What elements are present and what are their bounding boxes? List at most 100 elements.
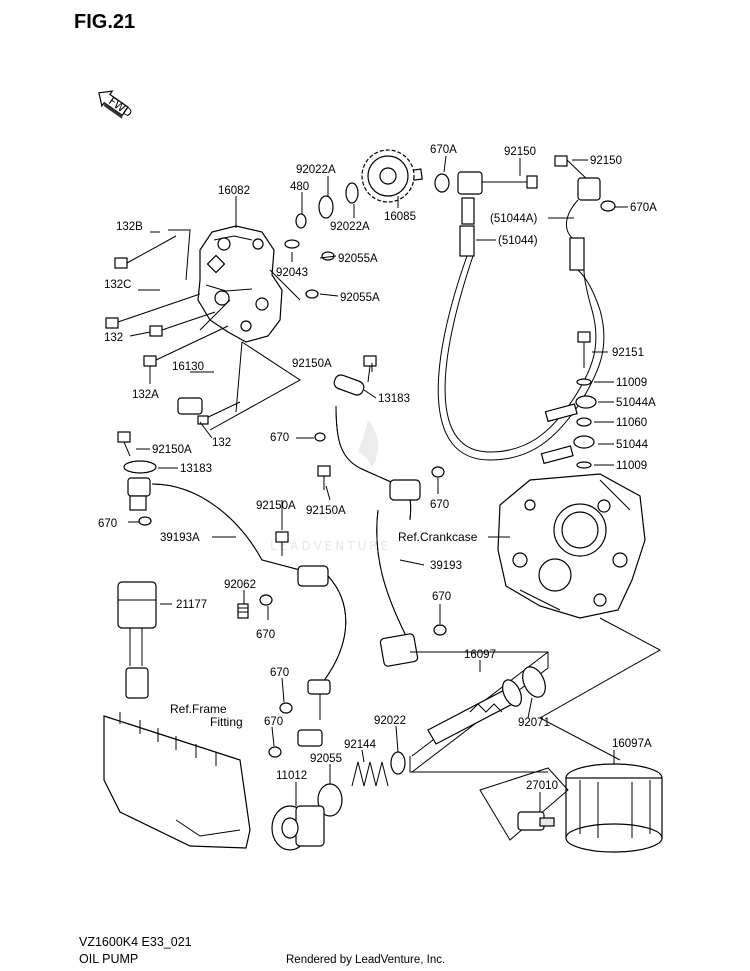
pipe-39193a (127, 477, 347, 747)
frame-fitting (103, 712, 251, 849)
o-ring-670-c (433, 624, 447, 636)
bolt-92150a-left (117, 431, 131, 457)
label-16085: 16085 (384, 211, 416, 223)
o-ring-670-g (268, 746, 282, 758)
label-11012: 11012 (276, 770, 307, 782)
label-16082: 16082 (218, 185, 250, 197)
bolt-92151 (577, 331, 591, 368)
label-92022: 92022 (374, 715, 406, 727)
footer-credit: Rendered by LeadVenture, Inc. (286, 954, 445, 966)
label-132-b: 132 (212, 437, 231, 449)
label-670-mid: 670 (270, 432, 289, 444)
label-16097a: 16097A (612, 738, 652, 750)
label-480: 480 (290, 181, 309, 193)
label-92055a-b: 92055A (340, 292, 380, 304)
footer-section-name: OIL PUMP (79, 952, 138, 966)
gasket-13183-top (333, 355, 377, 396)
ref-frame-line1: Ref.Frame (170, 702, 227, 716)
label-92150-b: 92150 (590, 155, 622, 167)
label-92022a-bottom: 92022A (330, 221, 370, 233)
ref-frame-line2: Fitting (210, 715, 243, 729)
label-670-right: 670 (430, 499, 449, 511)
label-27010: 27010 (526, 780, 558, 792)
label-92151: 92151 (612, 347, 644, 359)
label-39193a: 39193A (160, 532, 200, 544)
label-13183-left: 13183 (180, 463, 212, 475)
plug-11012 (271, 805, 325, 851)
bolt-92150a-center (275, 531, 289, 556)
banjo-fitting-right (554, 155, 616, 271)
label-92150a-top: 92150A (292, 358, 332, 370)
label-16130: 16130 (172, 361, 204, 373)
washer-92022 (390, 751, 406, 775)
washer-92022a-bottom (345, 182, 359, 204)
label-670a-a: 670A (430, 144, 457, 156)
fwd-arrow-icon: FWD (98, 90, 135, 120)
label-92043: 92043 (276, 267, 308, 279)
label-92150-a: 92150 (504, 146, 536, 158)
label-51044a-paren: (51044A) (490, 213, 537, 225)
sensor-21177 (117, 581, 157, 699)
label-11009-a: 11009 (616, 377, 647, 389)
label-92071: 92071 (518, 717, 550, 729)
o-ring-670-e (259, 594, 273, 606)
label-670-left: 670 (98, 518, 117, 530)
oil-pump-body (197, 225, 301, 343)
bolt-132c (105, 293, 201, 329)
bolt-132 (149, 311, 216, 337)
switch-27010 (479, 767, 569, 841)
label-670-c: 670 (432, 591, 451, 603)
oil-filter-16097a (565, 763, 663, 853)
footer-model-code: VZ1600K4 E33_021 (79, 935, 192, 949)
oil-pump-gear (361, 149, 423, 203)
leader-lines (128, 155, 628, 812)
plug-92062 (237, 603, 249, 619)
o-ring-670-f (279, 702, 293, 714)
label-670-f: 670 (270, 667, 289, 679)
o-ring-670-d (138, 516, 152, 526)
washer-11060 (576, 417, 592, 427)
label-132a: 132A (132, 389, 159, 401)
label-21177: 21177 (176, 599, 207, 611)
label-51044: 51044 (616, 439, 649, 451)
part-labels: 16082 480 92022A 92022A 16085 132B 132C … (98, 144, 657, 792)
label-670a-b: 670A (630, 202, 657, 214)
ref-crankcase: Ref.Crankcase (398, 530, 478, 544)
label-51044-paren: (51044) (498, 235, 538, 247)
label-11009-b: 11009 (616, 460, 647, 472)
bolt-92150a-mid (317, 465, 331, 490)
spring-92144 (351, 761, 389, 787)
oil-hose-51044 (437, 255, 605, 461)
pipe-39193 (335, 405, 421, 667)
label-670-g: 670 (264, 716, 283, 728)
label-51044a: 51044A (616, 397, 656, 409)
filter-16097 (411, 651, 549, 773)
label-11060: 11060 (616, 417, 647, 429)
hose-end-51044a (544, 395, 597, 423)
figure-title: FIG.21 (74, 11, 135, 33)
hose-end-51044 (540, 435, 595, 465)
washer-11009-b (576, 461, 592, 469)
gasket-13183-left (123, 460, 157, 474)
label-13183-top: 13183 (378, 393, 410, 405)
label-16097: 16097 (464, 649, 496, 661)
o-ring-670a-a (434, 173, 450, 193)
label-92144: 92144 (344, 739, 377, 751)
label-92150a-center: 92150A (256, 500, 296, 512)
washer-11009-a (576, 378, 592, 386)
o-ring-92055a-b (305, 289, 319, 299)
washer-92022a-top (318, 195, 334, 219)
label-92022a-top: 92022A (296, 164, 336, 176)
label-92055a-a: 92055A (338, 253, 378, 265)
label-92062: 92062 (224, 579, 256, 591)
o-ring-670-b (431, 466, 445, 478)
pin-92043 (284, 239, 300, 249)
relief-valve (271, 751, 406, 851)
sleeve-16130 (177, 397, 241, 425)
label-132b: 132B (116, 221, 143, 233)
banjo-fitting-left (457, 171, 538, 257)
watermark-text: LEADVENTURE (270, 539, 391, 553)
watermark: LEADVENTURE (270, 420, 391, 553)
o-ring-670-a (314, 432, 326, 442)
